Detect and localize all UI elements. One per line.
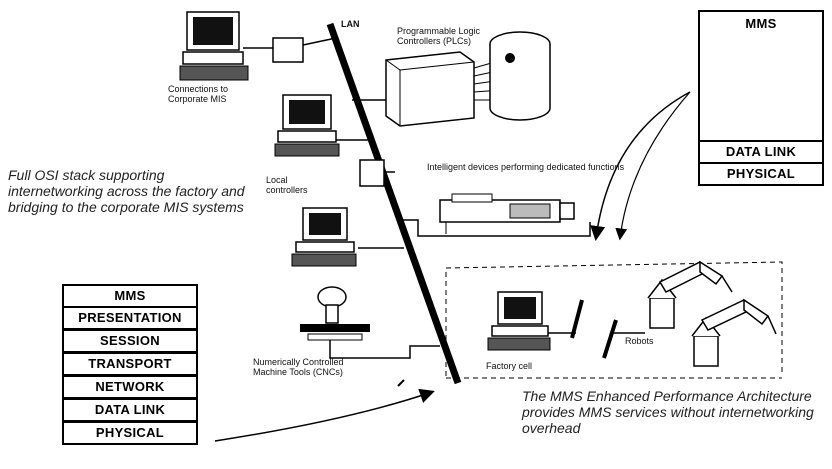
layer-physical: PHYSICAL (62, 421, 198, 445)
plc-label: Programmable Logic Controllers (PLCs) (397, 26, 481, 46)
cell-lan-segment-2 (602, 319, 618, 359)
lan-label: LAN (341, 19, 360, 29)
mms-epa-caption: The MMS Enhanced Performance Architectur… (522, 388, 814, 437)
layer-transport: TRANSPORT (62, 352, 198, 376)
full-osi-stack: MMS PRESENTATION SESSION TRANSPORT NETWO… (62, 284, 198, 446)
epa-layer-mms: MMS (698, 10, 824, 38)
cell-lan-segment-1 (570, 299, 584, 339)
lan-backbone (326, 22, 462, 385)
layer-presentation: PRESENTATION (62, 306, 198, 330)
robots-label: Robots (625, 336, 654, 346)
local-controller-computer-icon (274, 94, 340, 157)
bridge-box (272, 37, 304, 63)
arrow-epa-to-cell (590, 91, 691, 241)
link-nc-machine (329, 340, 440, 359)
robot-2-icon (691, 298, 777, 367)
epa-layer-data-link: DATA LINK (698, 140, 824, 164)
factory-cell-label: Factory cell (486, 361, 533, 371)
factory-cell-boundary (445, 261, 783, 376)
epa-layer-gap (698, 36, 824, 144)
link-intelligent-device (398, 219, 591, 237)
nc-machine-icon (300, 286, 370, 341)
epa-layer-physical: PHYSICAL (698, 162, 824, 186)
factory-cell-computer-icon (487, 291, 551, 351)
full-osi-caption: Full OSI stack supporting internetworkin… (8, 167, 245, 216)
third-computer-icon (291, 207, 357, 267)
arrow-tick (397, 379, 405, 387)
link-bridge-lan (302, 37, 337, 46)
arrow-osi-to-lan (214, 388, 435, 442)
corporate-computer-icon (179, 11, 249, 81)
intelligent-device-icon (439, 193, 575, 234)
arrow-epa-to-cell-2 (615, 91, 691, 241)
epa-stack: MMS DATA LINK PHYSICAL (698, 10, 824, 186)
plc-drum-icon (489, 31, 551, 121)
layer-session: SESSION (62, 329, 198, 353)
intelligent-devices-label: Intelligent devices performing dedicated… (427, 162, 625, 172)
layer-mms: MMS (62, 284, 198, 308)
corporate-mis-label: Connections to Corporate MIS (168, 84, 229, 104)
nc-machine-label: Numerically Controlled Machine Tools (CN… (253, 357, 344, 377)
layer-network: NETWORK (62, 375, 198, 399)
device-box (359, 159, 385, 187)
plc-icon (385, 51, 475, 127)
robot-1-icon (647, 260, 733, 329)
local-controllers-label: Local controllers (266, 175, 308, 195)
layer-data-link: DATA LINK (62, 398, 198, 422)
